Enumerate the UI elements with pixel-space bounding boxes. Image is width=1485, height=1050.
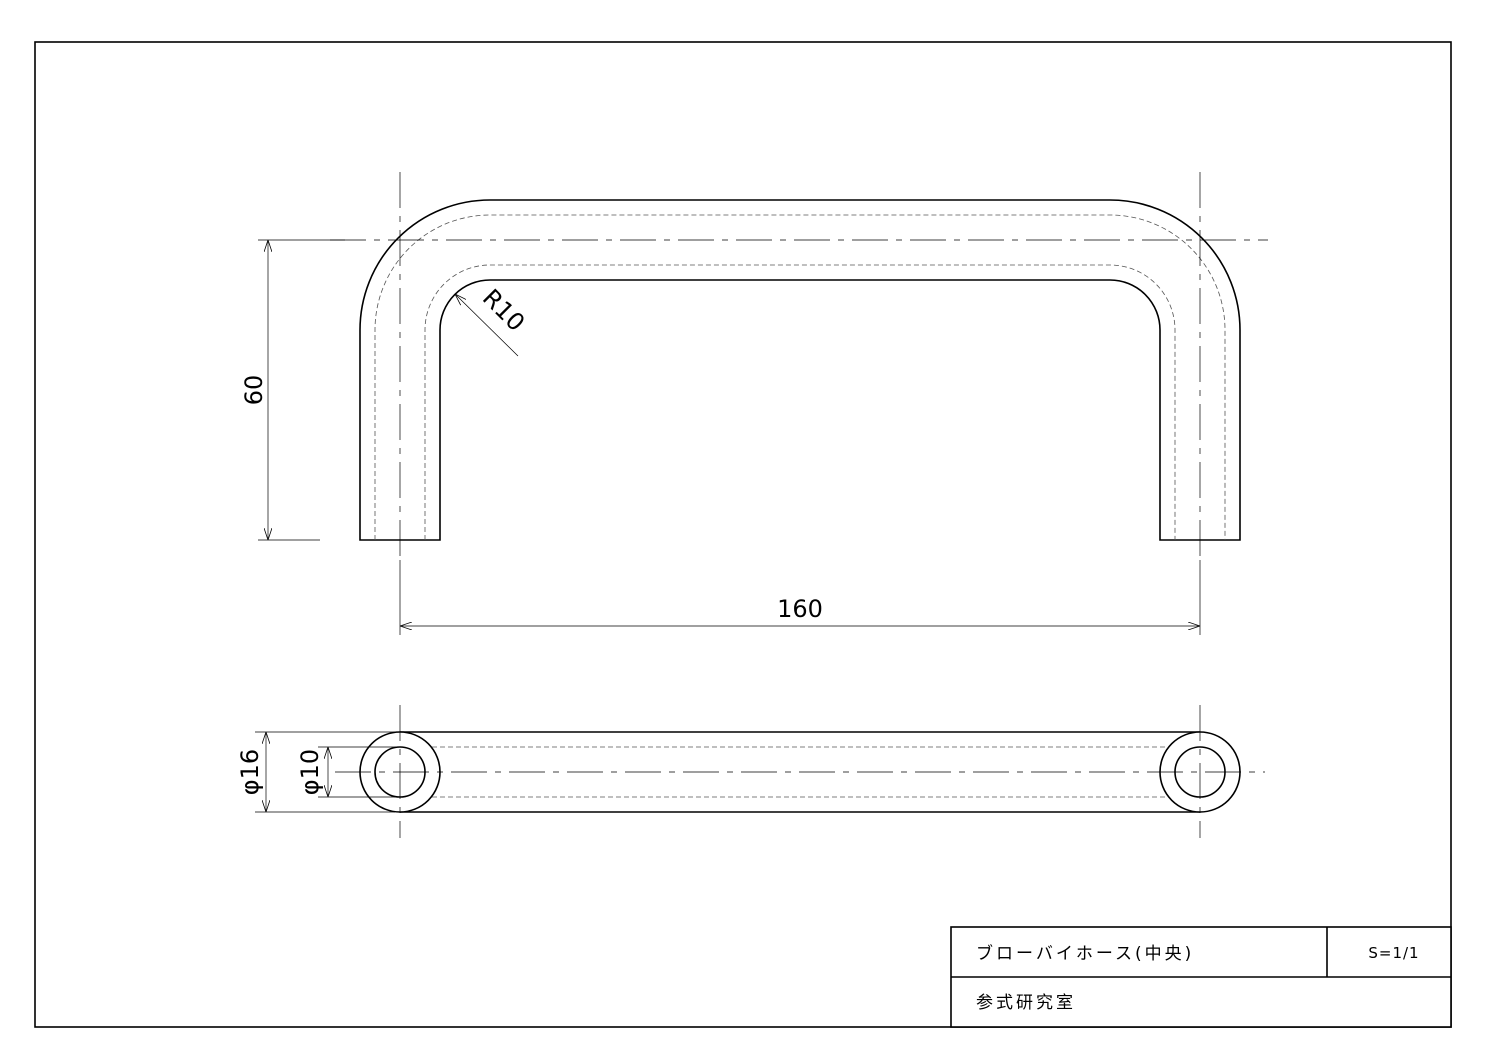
- width-dimension-label: 160: [777, 595, 823, 623]
- radius-dimension-label: R10: [477, 284, 530, 337]
- organization-name: 参式研究室: [976, 993, 1076, 1013]
- inner-diameter-dimension: φ10: [296, 746, 400, 798]
- height-dimension-label: 60: [240, 375, 268, 406]
- title-block: ブローバイホース(中央) S=1/1 参式研究室: [950, 926, 1452, 1028]
- outer-diameter-dimension: φ16: [236, 731, 395, 813]
- scale-label: S=1/1: [1368, 944, 1419, 962]
- front-view: [330, 172, 1268, 560]
- drawing-frame: [34, 41, 1452, 1028]
- outer-diameter-label: φ16: [236, 749, 264, 795]
- bottom-view: [335, 705, 1265, 838]
- radius-dimension: R10: [455, 284, 530, 357]
- hose-outer-profile: [359, 199, 1241, 541]
- bore-hidden-line-inner: [424, 264, 1176, 540]
- width-dimension: 160: [399, 560, 1201, 635]
- part-name: ブローバイホース(中央): [976, 943, 1194, 964]
- bore-hidden-line-outer: [374, 214, 1226, 540]
- height-dimension: 60: [240, 239, 345, 541]
- inner-diameter-label: φ10: [296, 749, 324, 795]
